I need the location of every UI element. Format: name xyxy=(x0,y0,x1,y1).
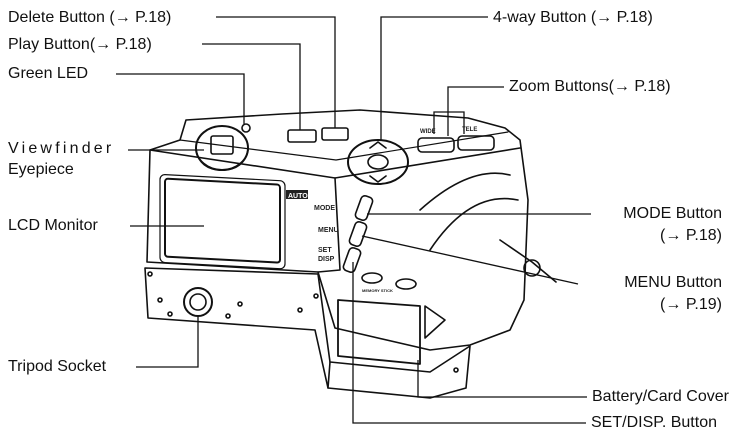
tele-button-shape xyxy=(457,135,495,151)
leader-4way xyxy=(380,16,488,140)
mark-tele: TELE xyxy=(462,127,477,133)
label-zoom-buttons: Zoom Buttons(→ P.18) xyxy=(509,78,671,95)
lcd-monitor-screen xyxy=(164,177,281,264)
mark-wide: WIDE xyxy=(420,129,436,135)
label-4way-button: 4-way Button (→ P.18) xyxy=(493,9,653,26)
label-mode-button: MODE Button xyxy=(623,205,722,222)
label-play-button: Play Button(→ P.18) xyxy=(8,36,152,53)
leader-tripod xyxy=(136,316,199,368)
label-battery-cover: Battery/Card Cover xyxy=(592,388,729,405)
mark-mode: MODE xyxy=(314,205,335,212)
mark-set: SET xyxy=(318,247,332,254)
wide-button-shape xyxy=(417,137,455,153)
leader-zoom xyxy=(447,86,504,136)
camera-markings: AUTO MODE MENU SET DISP WIDE TELE MEMORY… xyxy=(286,127,477,293)
leader-battery xyxy=(417,360,587,398)
label-eyepiece: Eyepiece xyxy=(8,161,74,178)
leader-setdisp xyxy=(352,262,586,424)
leader-delete xyxy=(216,16,336,128)
battery-card-cover-shape xyxy=(337,299,421,365)
leader-play xyxy=(202,43,301,130)
mark-disp: DISP xyxy=(318,256,335,263)
mark-auto: AUTO xyxy=(288,193,308,200)
bottom-plate xyxy=(144,267,471,399)
mode-button-shape xyxy=(354,194,374,222)
label-viewfinder: Viewfinder xyxy=(8,140,115,157)
delete-button-shape xyxy=(321,127,349,141)
label-tripod-socket: Tripod Socket xyxy=(8,358,107,375)
mark-menu: MENU xyxy=(318,227,339,234)
mark-memory-stick: MEMORY STICK xyxy=(362,288,393,293)
four-way-button-shape xyxy=(347,139,409,185)
label-green-led: Green LED xyxy=(8,65,89,82)
camera-body-outline xyxy=(146,109,529,351)
play-button-shape xyxy=(287,129,317,143)
label-menu-button: MENU Button xyxy=(624,274,722,291)
leader-led xyxy=(116,73,245,124)
label-set-disp-button: SET/DISP. Button xyxy=(591,414,717,431)
label-delete-button: Delete Button (→ P.18) xyxy=(8,9,172,26)
label-menu-page: (→ P.19) xyxy=(660,296,722,313)
label-mode-page: (→ P.18) xyxy=(660,227,722,244)
menu-button-shape xyxy=(348,220,368,248)
leader-menu xyxy=(361,235,579,285)
green-led xyxy=(241,123,251,133)
label-lcd-monitor: LCD Monitor xyxy=(8,217,98,234)
set-button-shape xyxy=(342,246,362,274)
tripod-socket-shape xyxy=(183,287,213,317)
